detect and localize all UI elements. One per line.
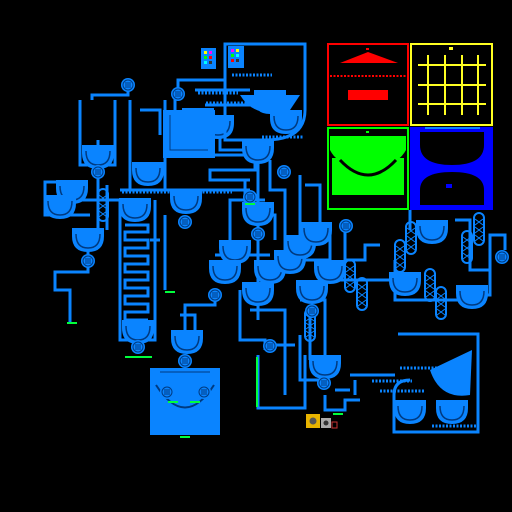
pump-icon[interactable]	[316, 375, 332, 391]
heat-exchanger-icon	[356, 277, 368, 311]
yellow-panel[interactable]	[410, 43, 493, 126]
preview-panels[interactable]	[327, 43, 493, 210]
tank-icon	[241, 201, 275, 227]
pump-icon[interactable]	[130, 339, 146, 355]
tank-icon	[241, 281, 275, 307]
tank-icon	[313, 259, 347, 285]
tank-icon	[415, 219, 449, 245]
pump-icon[interactable]	[80, 253, 96, 269]
pump-icon[interactable]	[177, 214, 193, 230]
pump-icon[interactable]	[494, 249, 510, 265]
pump-icon[interactable]	[338, 218, 354, 234]
tank-icon	[131, 161, 165, 187]
pump-icon[interactable]	[90, 164, 106, 180]
valve-markers[interactable]	[67, 203, 343, 438]
red-panel[interactable]	[327, 43, 409, 126]
blue-panel[interactable]	[410, 127, 493, 210]
pump-icon[interactable]	[276, 164, 292, 180]
tank-icon	[393, 399, 427, 425]
tank-icon	[308, 354, 342, 380]
serpentine-coil	[123, 223, 150, 322]
green-panel[interactable]	[327, 127, 409, 210]
tank-icon	[388, 271, 422, 297]
tank-icon	[170, 329, 204, 355]
control-widget[interactable]	[306, 414, 338, 429]
tank-icon	[71, 227, 105, 253]
heat-exchanger-icon	[394, 239, 406, 273]
sprite-thumbnails[interactable]	[201, 46, 244, 69]
pump-icon[interactable]	[250, 226, 266, 242]
tank-icon	[208, 259, 242, 285]
knob-icon	[323, 420, 329, 426]
heat-exchanger-icon	[473, 212, 485, 246]
sprite-icon[interactable]	[201, 48, 216, 69]
tank-icon	[169, 189, 203, 215]
gear-icon	[309, 417, 317, 425]
tank-icon	[299, 221, 333, 247]
heat-exchanger-icon	[435, 286, 447, 320]
heat-exchanger-icon	[344, 259, 356, 293]
pump-icon[interactable]	[207, 287, 223, 303]
pump-icon[interactable]	[177, 353, 193, 369]
tank-icon	[241, 139, 275, 165]
pump-icon[interactable]	[242, 189, 258, 205]
red-outline-icon	[331, 421, 338, 429]
pump-icon[interactable]	[120, 77, 136, 93]
tank-icon	[118, 197, 152, 223]
reservoirs	[150, 42, 480, 435]
pump-icon[interactable]	[170, 86, 186, 102]
tank-icon	[43, 194, 77, 220]
pump-icon[interactable]	[196, 384, 212, 400]
tank-icon	[295, 279, 329, 305]
heat-exchanger-icon	[424, 268, 436, 302]
pump-icon[interactable]	[304, 303, 320, 319]
tank-icon	[455, 284, 489, 310]
pump-icon[interactable]	[262, 338, 278, 354]
sprite-icon[interactable]	[228, 46, 244, 68]
tank-icon	[435, 399, 469, 425]
pump-icon[interactable]	[159, 384, 175, 400]
